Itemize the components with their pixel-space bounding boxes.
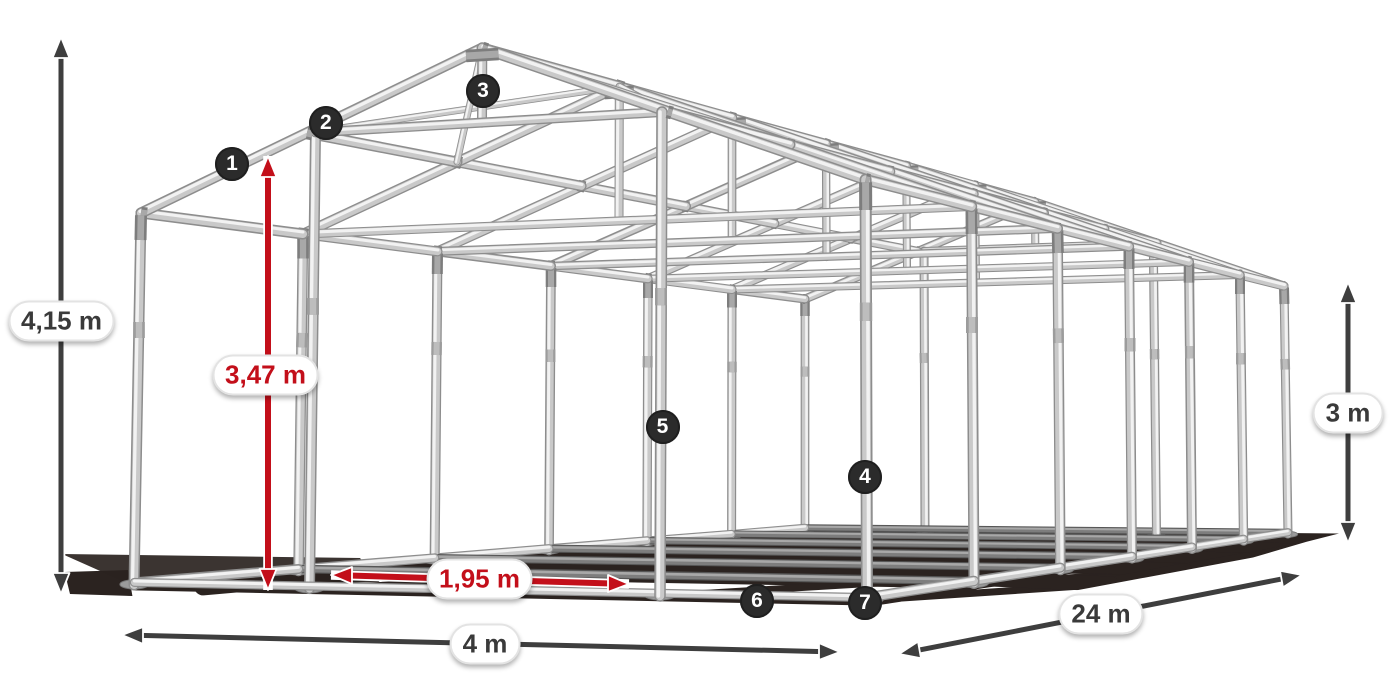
part-marker-5: 5: [645, 409, 680, 444]
part-marker-4-number: 4: [859, 465, 871, 488]
part-marker-6: 6: [740, 583, 774, 618]
total-height-label: 4,15 m: [8, 300, 115, 341]
part-marker-6-number: 6: [751, 588, 763, 612]
part-marker-2-number: 2: [319, 111, 332, 134]
length-label-text: 24 m: [1071, 598, 1131, 629]
clearance-height-label: 3,47 m: [212, 354, 319, 395]
part-marker-3-number: 3: [477, 78, 489, 102]
part-marker-1: 1: [215, 147, 249, 181]
tent-frame: [128, 41, 1293, 607]
total-height-label-text: 4,15 m: [21, 305, 102, 335]
side-height-label-text: 3 m: [1325, 397, 1371, 428]
part-marker-4: 4: [848, 460, 882, 494]
part-marker-7: 7: [848, 585, 882, 620]
part-marker-7-number: 7: [859, 590, 871, 614]
part-marker-3: 3: [466, 73, 500, 108]
part-marker-5-number: 5: [656, 414, 669, 438]
width-label: 4 m: [449, 623, 521, 664]
side-height-label: 3 m: [1312, 392, 1384, 434]
door-width-label: 1,95 m: [426, 558, 533, 600]
width-label-text: 4 m: [462, 628, 508, 658]
part-marker-1-number: 1: [226, 152, 238, 175]
door-width-label-text: 1,95 m: [439, 563, 520, 594]
length-label: 24 m: [1058, 593, 1144, 635]
part-marker-2: 2: [308, 106, 343, 140]
clearance-height-label-text: 3,47 m: [225, 359, 306, 389]
